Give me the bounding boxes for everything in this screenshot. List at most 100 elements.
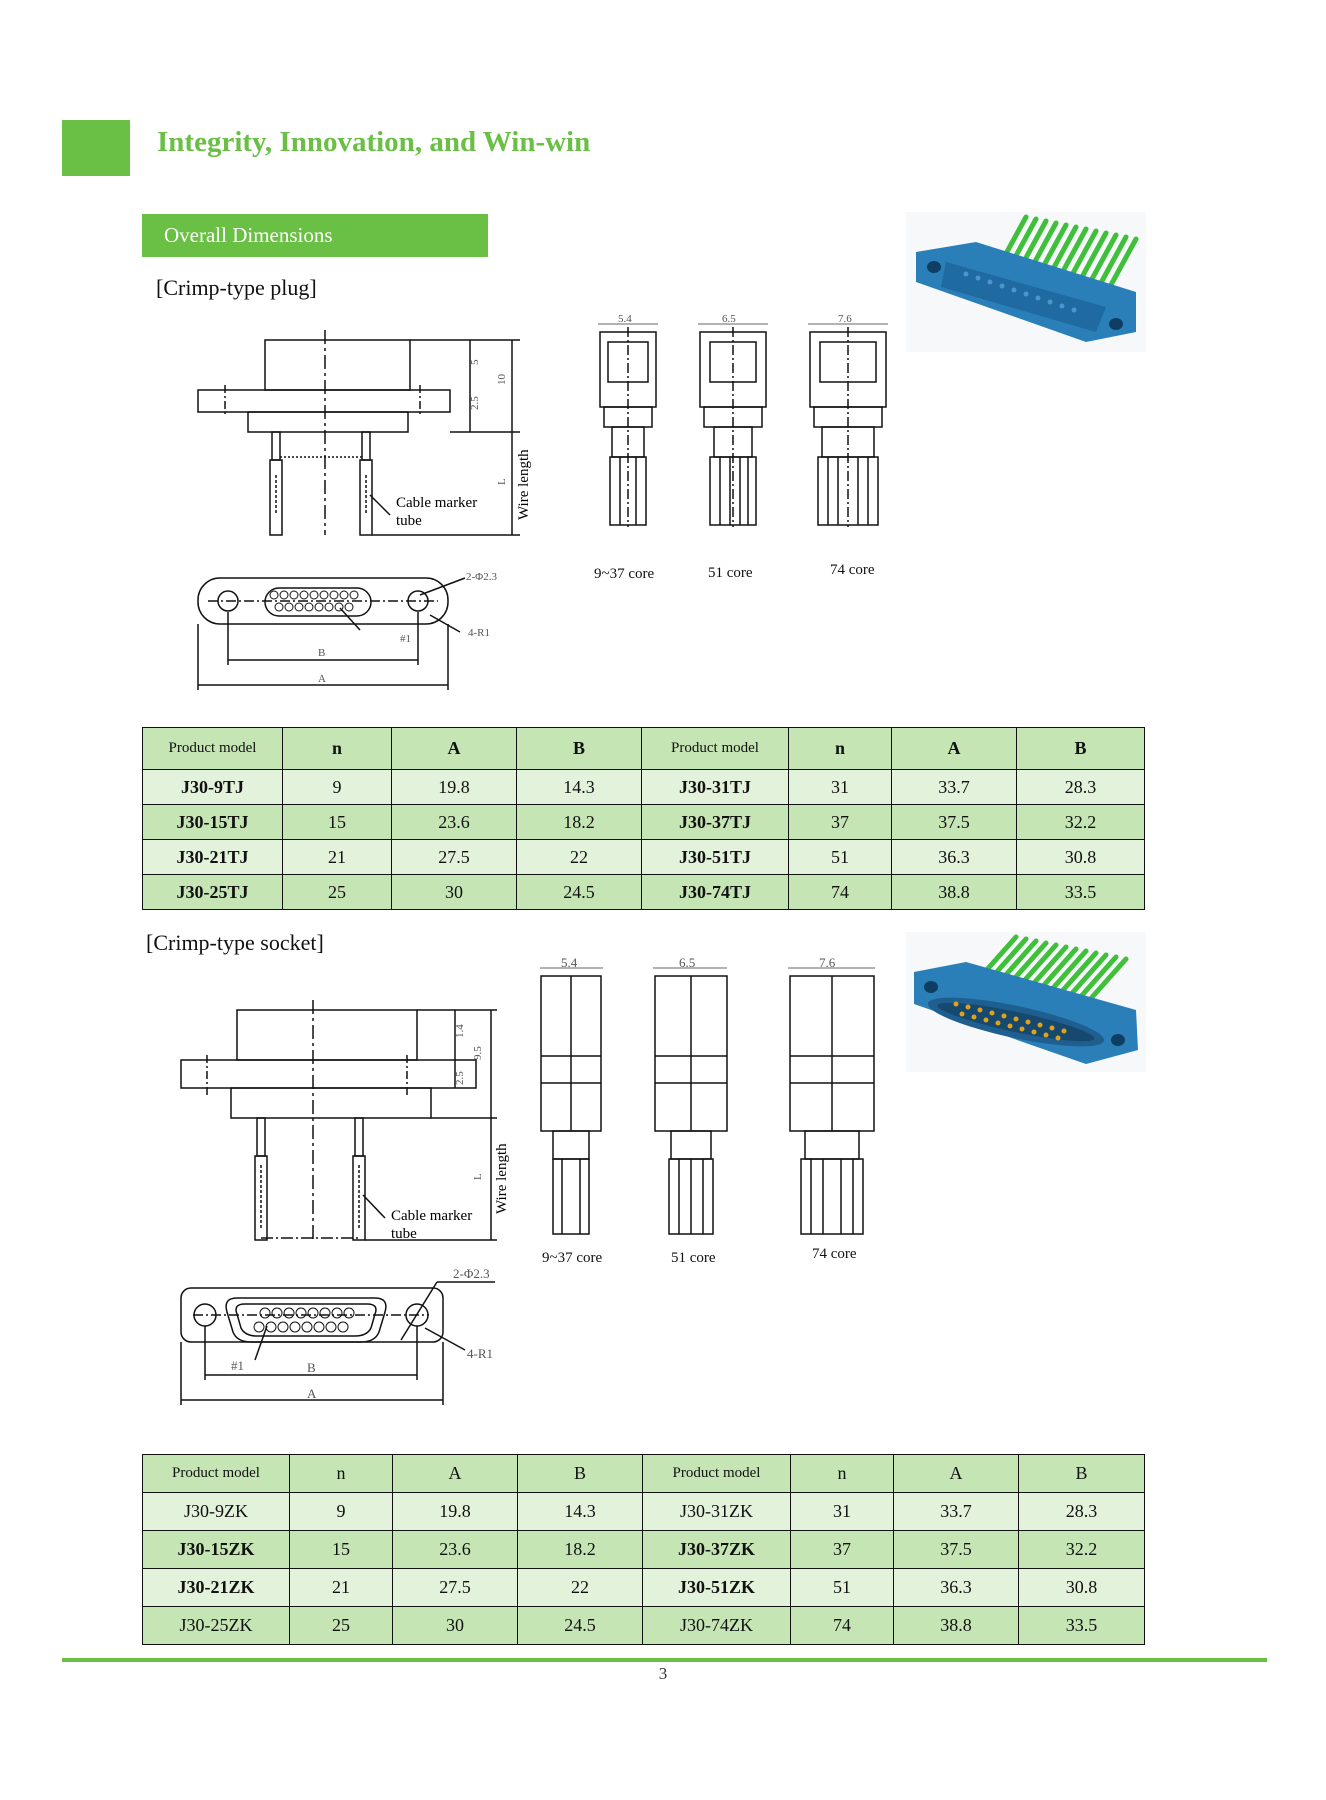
table-row: J30-21ZK 21 27.5 22 J30-51ZK 51 36.3 30.…: [142, 1568, 1145, 1607]
plug-dim-2-5: 2.5: [469, 396, 481, 410]
table-cell: 25: [289, 1606, 393, 1645]
page-number: 3: [658, 1664, 668, 1683]
table-cell: 37.5: [893, 1530, 1019, 1569]
table-cell: 37: [790, 1530, 894, 1569]
table-cell: 31: [790, 1492, 894, 1531]
table-row: J30-15TJ 15 23.6 18.2 J30-37TJ 37 37.5 3…: [142, 804, 1145, 840]
plug-side-drawing: 5 2.5 10 L Wire length Cable marker tube: [197, 330, 532, 536]
plug-tube-label: tube: [396, 513, 422, 529]
header-cell: B: [516, 727, 642, 770]
header-cell: B: [1018, 1454, 1145, 1493]
table-cell: 38.8: [891, 874, 1017, 910]
model-cell: J30-15TJ: [142, 804, 283, 840]
table-cell: 30: [391, 874, 517, 910]
socket-heading: [Crimp-type socket]: [146, 930, 324, 955]
table-header-row: Product model n A B Product model n A B: [142, 727, 1145, 770]
table-cell: 51: [790, 1568, 894, 1607]
socket-dim-l: L: [472, 1173, 484, 1180]
table-cell: 22: [516, 839, 642, 875]
header-accent-block: [62, 120, 130, 176]
plug-heading: [Crimp-type plug]: [156, 275, 317, 300]
table-row: J30-25TJ 25 30 24.5 J30-74TJ 74 38.8 33.…: [142, 874, 1145, 910]
plug-product-image: [906, 212, 1146, 352]
table-cell: 28.3: [1016, 769, 1145, 805]
header-cell: n: [790, 1454, 894, 1493]
header-cell: B: [1016, 727, 1145, 770]
model-cell: J30-31TJ: [641, 769, 789, 805]
table-cell: 14.3: [516, 769, 642, 805]
footer-divider: [62, 1658, 1267, 1662]
header-cell: Product model: [642, 1454, 791, 1493]
plug-front-drawing: 2-Φ2.3 #1 4-R1 B A: [197, 571, 497, 690]
model-cell: J30-31ZK: [642, 1492, 791, 1531]
table-cell: 21: [289, 1568, 393, 1607]
table-cell: 31: [788, 769, 892, 805]
model-cell: J30-51TJ: [641, 839, 789, 875]
table-row: J30-9ZK 9 19.8 14.3 J30-31ZK 31 33.7 28.…: [142, 1492, 1145, 1531]
socket-view-width-1: 5.4: [561, 958, 578, 970]
section-title: Overall Dimensions: [142, 214, 488, 257]
model-cell: J30-51ZK: [642, 1568, 791, 1607]
plug-dim-10: 10: [496, 374, 508, 386]
header-cell: n: [788, 727, 892, 770]
socket-core-label-2: 51 core: [671, 1250, 716, 1266]
socket-pin1-label: #1: [231, 1358, 244, 1373]
table-cell: 74: [790, 1606, 894, 1645]
socket-view-width-2: 6.5: [679, 958, 695, 970]
table-cell: 51: [788, 839, 892, 875]
table-cell: 23.6: [392, 1530, 518, 1569]
header-cell: Product model: [142, 1454, 290, 1493]
socket-tube-label: tube: [391, 1226, 417, 1242]
socket-cable-marker-label: Cable marker: [391, 1208, 472, 1224]
plug-dim-l: L: [496, 478, 508, 485]
table-cell: 23.6: [391, 804, 517, 840]
plug-core-views: 5.4 6.5 7.6: [598, 313, 888, 527]
table-cell: 37: [788, 804, 892, 840]
socket-product-image: [906, 932, 1146, 1072]
plug-view-width-2: 6.5: [722, 313, 736, 325]
socket-dim-2-5: 2.5: [454, 1071, 466, 1085]
model-cell: J30-21ZK: [142, 1568, 290, 1607]
socket-core-label-1: 9~37 core: [542, 1250, 603, 1266]
socket-dim-1-4: 1.4: [454, 1024, 466, 1038]
model-cell: J30-37ZK: [642, 1530, 791, 1569]
table-cell: 37.5: [891, 804, 1017, 840]
plug-wire-length-label: Wire length: [516, 449, 532, 520]
plug-view-width-3: 7.6: [838, 313, 852, 325]
plug-dimension-table: Product model n A B Product model n A B …: [142, 727, 1145, 910]
model-cell: J30-15ZK: [142, 1530, 290, 1569]
plug-hole-dim: 2-Φ2.3: [466, 571, 497, 583]
socket-dim-b: B: [307, 1360, 316, 1375]
table-cell: 9: [282, 769, 392, 805]
table-cell: 14.3: [517, 1492, 643, 1531]
table-cell: 25: [282, 874, 392, 910]
table-cell: 33.5: [1018, 1606, 1145, 1645]
table-cell: 33.5: [1016, 874, 1145, 910]
model-cell: J30-21TJ: [142, 839, 283, 875]
table-cell: 21: [282, 839, 392, 875]
table-row: J30-9TJ 9 19.8 14.3 J30-31TJ 31 33.7 28.…: [142, 769, 1145, 805]
socket-front-drawing: 2-Φ2.3 #1 4-R1 B A: [180, 1266, 495, 1405]
socket-core-label-3: 74 core: [812, 1246, 857, 1262]
plug-core-label-1: 9~37 core: [594, 566, 655, 582]
model-cell: J30-25ZK: [142, 1606, 290, 1645]
plug-dim-a: A: [318, 673, 326, 685]
table-cell: 36.3: [893, 1568, 1019, 1607]
header-cell: A: [391, 727, 517, 770]
header-cell: A: [891, 727, 1017, 770]
socket-radius-dim: 4-R1: [467, 1346, 493, 1361]
table-cell: 28.3: [1018, 1492, 1145, 1531]
socket-dim-9-5: 9.5: [472, 1046, 484, 1060]
table-cell: 9: [289, 1492, 393, 1531]
table-row: J30-15ZK 15 23.6 18.2 J30-37ZK 37 37.5 3…: [142, 1530, 1145, 1569]
plug-cable-marker-label: Cable marker: [396, 495, 477, 511]
table-cell: 32.2: [1018, 1530, 1145, 1569]
model-cell: J30-9ZK: [142, 1492, 290, 1531]
table-cell: 33.7: [893, 1492, 1019, 1531]
table-cell: 19.8: [391, 769, 517, 805]
table-cell: 33.7: [891, 769, 1017, 805]
plug-core-label-2: 51 core: [708, 565, 753, 581]
model-cell: J30-74TJ: [641, 874, 789, 910]
table-cell: 30.8: [1018, 1568, 1145, 1607]
table-cell: 38.8: [893, 1606, 1019, 1645]
